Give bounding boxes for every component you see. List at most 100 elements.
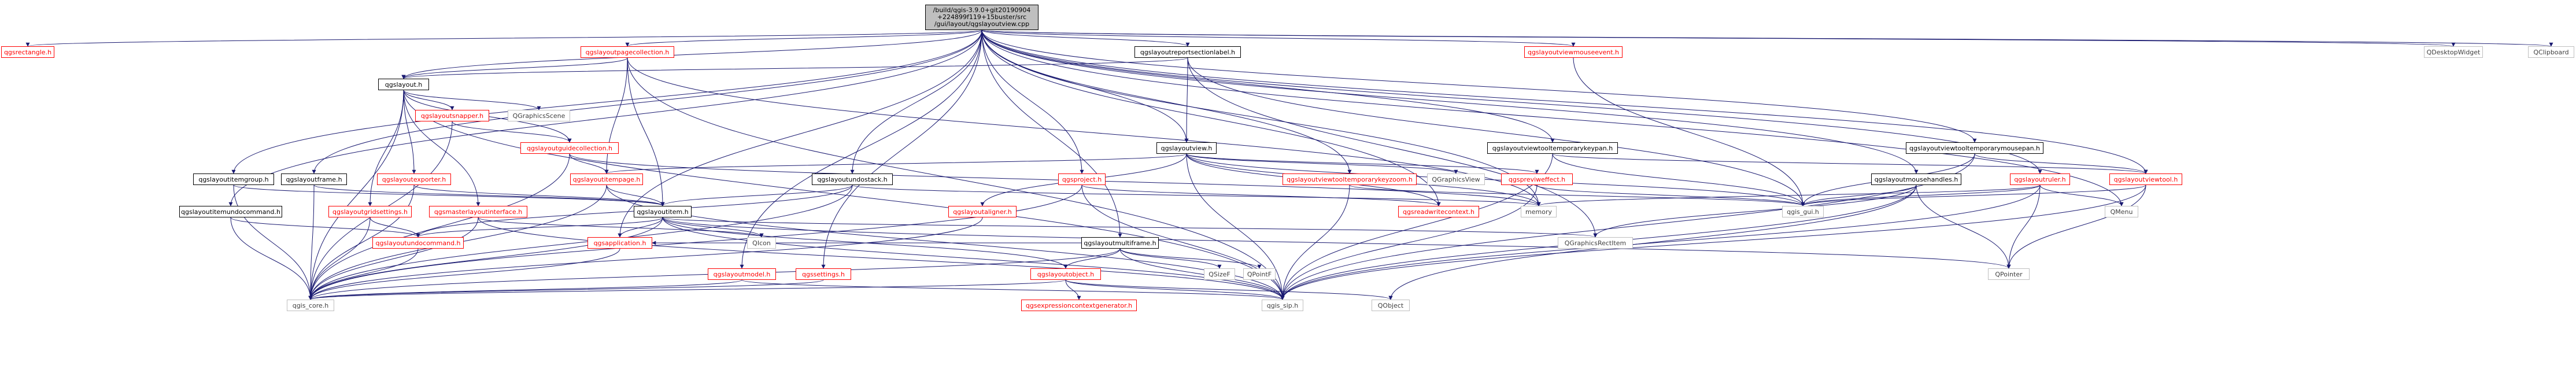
edge-root-to-qgslayout: [401, 29, 982, 79]
node-qgslayoutreportsectionlabel[interactable]: qgslayoutreportsectionlabel.h: [1134, 46, 1241, 58]
node-qgslayoutframe[interactable]: qgslayoutframe.h: [281, 173, 347, 185]
edge-root-to-qclipboard: [981, 29, 2553, 47]
node-qgslayoutview[interactable]: qgslayoutview.h: [1156, 142, 1217, 154]
node-qgslayoutviewtooltemporarykeyzoom[interactable]: qgslayoutviewtooltemporarykeyzoom.h: [1283, 173, 1417, 185]
edge-qgslayoutitem-to-qgraphicsrectitem: [662, 217, 1597, 238]
edge-qgslayoutruler-to-memory: [1536, 184, 2041, 206]
edge-qgslayout-to-qgis_core: [308, 90, 404, 300]
edge-root-to-qgslayoutmousehandles: [981, 29, 1919, 174]
edge-qgslayoutview-to-qgslayoutitempage: [604, 153, 1187, 174]
node-qgslayout[interactable]: qgslayout.h: [378, 79, 429, 90]
edge-qgslayoutobject-to-qgis_sip: [1065, 279, 1285, 300]
edge-qgslayoutpagecollection-to-qgslayoutitempage: [604, 57, 628, 174]
node-qgsexpressioncontextgenerator[interactable]: qgsexpressioncontextgenerator.h: [1021, 300, 1137, 311]
node-qdesktopwidget: QDesktopWidget: [2424, 46, 2483, 58]
node-qgssettings[interactable]: qgssettings.h: [796, 268, 851, 280]
edge-qgslayoutview-to-qgis_gui: [1186, 153, 1805, 206]
edge-root-to-qgslayoutitemundocommand: [228, 29, 982, 206]
edge-qgslayoutmousehandles-to-qgraphicsrectitem: [1593, 184, 1917, 238]
edge-qgslayoutviewtooltemporarykeypan-to-qgis_gui: [1552, 153, 1805, 206]
edge-qgslayoutmousehandles-to-qpointer: [1916, 184, 2011, 269]
node-qgslayoutviewmouseevent[interactable]: qgslayoutviewmouseevent.h: [1524, 46, 1623, 58]
node-qgslayoutexporter[interactable]: qgslayoutexporter.h: [377, 173, 451, 185]
edge-qgslayout-to-qgslayoutexporter: [403, 90, 416, 174]
node-qgsrectangle[interactable]: qgsrectangle.h: [1, 46, 54, 58]
node-qmenu: QMenu: [2105, 206, 2138, 217]
edge-qgslayoutaligner-to-qgis_core: [308, 217, 983, 300]
edge-qgslayoutviewtooltemporarymousepan-to-qgslayoutviewtool: [1974, 153, 2148, 174]
node-qgslayoutguidecollection[interactable]: qgslayoutguidecollection.h: [520, 142, 619, 154]
edge-qgslayoutitem-to-qgis_sip: [662, 217, 1285, 300]
edge-qgslayout-to-qgsmasterlayoutinterface: [403, 90, 481, 206]
edge-qgslayoutguidecollection-to-qgis_core: [308, 153, 570, 300]
edge-qgslayoutitemundocommand-to-qgis_core: [230, 217, 313, 300]
node-qgslayoutitemundocommand[interactable]: qgslayoutitemundocommand.h: [179, 206, 282, 217]
edge-qgslayoutexporter-to-qgslayoutitem: [413, 184, 665, 206]
edge-qgslayoutruler-to-qgis_sip: [1280, 184, 2041, 300]
node-qgsreadwritecontext[interactable]: qgsreadwritecontext.h: [1398, 206, 1479, 217]
node-qpointf: QPointF: [1243, 268, 1276, 280]
edge-qgslayoutundostack-to-qgslayoutitem: [660, 184, 853, 206]
edge-qgslayoutviewmouseevent-to-qgis_gui: [1573, 57, 1805, 206]
node-qgslayoutundostack[interactable]: qgslayoutundostack.h: [812, 173, 893, 185]
edge-qgslayout-to-qgslayoutgridsettings: [368, 90, 404, 206]
node-qgsmasterlayoutinterface[interactable]: qgsmasterlayoutinterface.h: [429, 206, 527, 217]
node-memory: memory: [1521, 206, 1557, 217]
node-qgraphicsview: QGraphicsView: [1427, 173, 1485, 185]
node-qgslayoutviewtooltemporarykeypan[interactable]: qgslayoutviewtooltemporarykeypan.h: [1487, 142, 1618, 154]
edge-root-to-qmenu: [981, 29, 2124, 206]
edge-qgslayoutmousehandles-to-qgis_gui: [1801, 184, 1917, 206]
node-qgslayoutitem[interactable]: qgslayoutitem.h: [634, 206, 692, 217]
edge-qgslayoutruler-to-qmenu: [2039, 184, 2124, 206]
node-qgsproject[interactable]: qgsproject.h: [1058, 173, 1106, 185]
node-qgraphicsrectitem: QGraphicsRectItem: [1558, 237, 1633, 249]
node-qgslayoutsnapper[interactable]: qgslayoutsnapper.h: [415, 110, 489, 121]
node-qgspreviewffect[interactable]: qgspreviweffect.h: [1501, 173, 1573, 185]
edge-root-to-qgslayoutviewtooltemporarykeypan: [981, 29, 1555, 143]
node-qgslayoutpagecollection[interactable]: qgslayoutpagecollection.h: [581, 46, 674, 58]
edge-qgslayoutviewtool-to-qpointer: [2006, 184, 2146, 269]
edge-qgslayoutexporter-to-qgis_core: [308, 184, 415, 300]
node-qgslayoutmultiframe[interactable]: qgslayoutmultiframe.h: [1081, 237, 1159, 249]
edge-qgslayout-to-qgraphicsscene: [403, 90, 541, 110]
edge-qgslayoutpagecollection-to-qgslayoutitem: [627, 57, 665, 206]
node-qgsapplication[interactable]: qgsapplication.h: [587, 237, 652, 249]
edge-qgslayoutreportsectionlabel-to-qgraphicsrectitem: [1187, 57, 1598, 238]
edge-qgslayoutitemgroup-to-qgslayoutitem: [233, 184, 665, 206]
edge-root-to-qgslayoutpagecollection: [625, 29, 982, 47]
edge-qgsapplication-to-qgis_core: [308, 248, 620, 300]
root-path-line-3: /gui/layout/qgslayoutview.cpp: [934, 20, 1030, 28]
edge-qgsmasterlayoutinterface-to-qgis_core: [308, 217, 479, 300]
edge-qgslayoutundocommand-to-qgis_core: [308, 248, 419, 300]
edge-root-to-qgslayoutviewmouseevent: [981, 29, 1576, 47]
edge-qgslayoutmodel-to-qgis_sip: [741, 279, 1285, 300]
edge-root-to-qgslayoutviewtooltemporarymousepan: [981, 29, 1977, 143]
node-qgslayoutmodel[interactable]: qgslayoutmodel.h: [708, 268, 776, 280]
edge-qgslayoutframe-to-qgslayoutitem: [313, 184, 665, 206]
edge-root-to-qgsapplication: [618, 29, 982, 238]
node-qgslayoutaligner[interactable]: qgslayoutaligner.h: [948, 206, 1017, 217]
node-qgis-sip: qgis_sip.h: [1262, 300, 1303, 311]
node-qgslayoutgridsettings[interactable]: qgslayoutgridsettings.h: [328, 206, 412, 217]
edge-qgslayoutmodel-to-qgis_core: [308, 279, 742, 300]
root-path-line-1: /build/qgis-3.9.0+git20190904: [933, 6, 1031, 14]
node-qpointer: QPointer: [1988, 268, 2030, 280]
edge-root-to-qgslayoutreportsectionlabel: [981, 29, 1190, 47]
node-qgslayoutitemgroup[interactable]: qgslayoutitemgroup.h: [193, 173, 274, 185]
edge-qgsproject-to-qgis_core: [308, 184, 1082, 300]
edge-qgslayoutobject-to-qobject: [1065, 279, 1393, 300]
node-qgslayoutundocommand[interactable]: qgslayoutundocommand.h: [372, 237, 464, 249]
node-qgslayoutmousehandles[interactable]: qgslayoutmousehandles.h: [1871, 173, 1961, 185]
node-qicon: QIcon: [747, 237, 776, 249]
node-qgslayoutviewtool[interactable]: qgslayoutviewtool.h: [2109, 173, 2182, 185]
node-qgslayoutobject[interactable]: qgslayoutobject.h: [1030, 268, 1101, 280]
node-qgslayoutitempage[interactable]: qgslayoutitempage.h: [570, 173, 643, 185]
edge-qgslayoutviewtooltemporarykeypan-to-qgslayoutviewtool: [1552, 153, 2148, 174]
edge-root-to-qgslayoutviewtooltemporarykeyzoom: [981, 29, 1352, 174]
edge-qgsmasterlayoutinterface-to-qicon: [478, 217, 764, 238]
node-qgslayoutruler[interactable]: qgslayoutruler.h: [2010, 173, 2070, 185]
edge-qgsproject-to-qgsreadwritecontext: [1081, 184, 1441, 206]
node-qgslayoutviewtooltemporarymousepan[interactable]: qgslayoutviewtooltemporarymousepan.h: [1906, 142, 2043, 154]
